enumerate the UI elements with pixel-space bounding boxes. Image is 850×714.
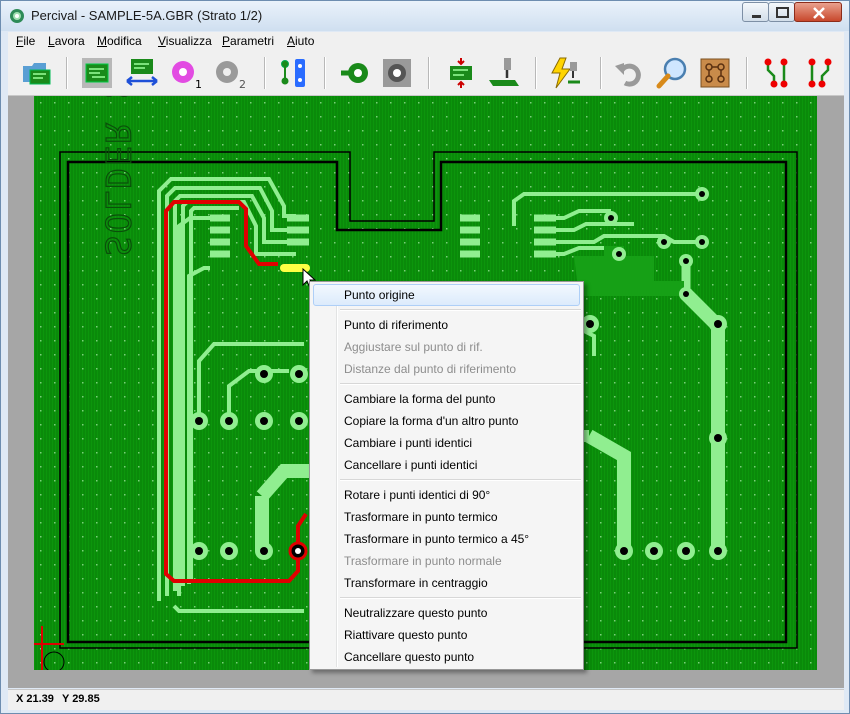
pcb-preview-icon	[700, 58, 730, 88]
minimize-button[interactable]	[742, 2, 769, 22]
zoom-icon	[656, 57, 687, 89]
undo-button[interactable]	[612, 56, 646, 90]
mill-button[interactable]	[487, 56, 521, 90]
thermal-pad-icon	[383, 59, 411, 87]
menu-punto-termico[interactable]: Trasformare in punto termico	[344, 510, 498, 524]
menu-parametri[interactable]: Parametri	[222, 34, 275, 48]
context-menu: Punto origine Punto di riferimento Aggiu…	[309, 281, 584, 670]
toolbar: 1 2	[8, 51, 844, 96]
menu-copiare-forma[interactable]: Copiare la forma d'un altro punto	[344, 414, 519, 428]
menu-file[interactable]: File	[16, 34, 36, 48]
menu-punto-termico-45[interactable]: Trasformare in punto termico a 45°	[344, 532, 530, 546]
drill-icon	[450, 58, 472, 88]
menu-rotare-punti[interactable]: Rotare i punti identici di 90°	[344, 488, 491, 502]
menu-punto-di-riferimento[interactable]: Punto di riferimento	[344, 318, 449, 332]
pads	[190, 187, 727, 561]
layer-2-icon: 2	[216, 61, 246, 91]
track-button[interactable]	[275, 56, 309, 90]
menu-aiuto[interactable]: Aiuto	[287, 34, 315, 48]
track-group-left	[157, 177, 309, 613]
maximize-icon	[776, 7, 789, 18]
board-swap-button[interactable]	[125, 56, 159, 90]
title-bar: Percival - SAMPLE-5A.GBR (Strato 1/2)	[1, 1, 849, 31]
menu-riattivare[interactable]: Riattivare questo punto	[344, 628, 468, 642]
route-2-button[interactable]	[804, 56, 838, 90]
context-menu-highlight	[313, 284, 580, 306]
maximize-button[interactable]	[768, 2, 795, 22]
zoom-button[interactable]	[656, 56, 690, 90]
silkscreen-text: SOLDER SIDE	[97, 96, 137, 256]
pcb-preview-button[interactable]	[698, 56, 732, 90]
status-bar: X 21.39 Y 29.85	[8, 689, 844, 710]
board-view-icon	[82, 58, 112, 88]
menu-centraggio[interactable]: Transformare in centraggio	[344, 576, 488, 590]
menu-modifica[interactable]: Modifica	[97, 34, 142, 48]
route-1-icon	[764, 58, 788, 88]
mill-icon	[489, 58, 519, 86]
menu-punto-origine[interactable]: Punto origine	[344, 288, 415, 302]
open-board-icon	[23, 63, 51, 85]
open-board-button[interactable]	[20, 56, 54, 90]
route-2-icon	[808, 58, 832, 88]
menu-distanze-dal-punto[interactable]: Distanze dal punto di riferimento	[344, 362, 517, 376]
board-outline-inner	[66, 160, 788, 644]
menu-neutralizzare[interactable]: Neutralizzare questo punto	[344, 606, 488, 620]
menu-bar: File Lavora Modifica Visualizza Parametr…	[8, 32, 844, 51]
board-swap-icon	[126, 59, 158, 86]
close-button[interactable]	[794, 2, 842, 22]
menu-visualizza[interactable]: Visualizza	[158, 34, 212, 48]
board-view-button[interactable]	[80, 56, 114, 90]
pad-icon	[341, 63, 368, 83]
minimize-icon	[752, 15, 761, 18]
window-title: Percival - SAMPLE-5A.GBR (Strato 1/2)	[31, 8, 263, 23]
track-icon	[281, 59, 305, 87]
menu-cambiare-punti-identici[interactable]: Cambiare i punti identici	[344, 436, 473, 450]
pad-button[interactable]	[339, 56, 373, 90]
menu-punto-normale[interactable]: Trasformare in punto normale	[344, 554, 502, 568]
menu-lavora[interactable]: Lavora	[48, 34, 85, 48]
menu-cancellare-punto[interactable]: Cancellare questo punto	[344, 650, 475, 664]
undo-icon	[615, 63, 641, 87]
layer-1-button[interactable]: 1	[168, 56, 202, 91]
status-x: X 21.39	[16, 693, 54, 705]
isolate-icon	[551, 57, 580, 89]
menu-cancellare-punti-identici[interactable]: Cancellare i punti identici	[344, 458, 478, 472]
status-y: Y 29.85	[62, 693, 100, 705]
route-1-button[interactable]	[760, 56, 794, 90]
drill-button[interactable]	[444, 56, 478, 90]
copper-pour	[574, 256, 684, 296]
menu-aggiustare-sul-punto[interactable]: Aggiustare sul punto di rif.	[344, 340, 483, 354]
layer-1-label: 1	[195, 78, 202, 90]
menu-cambiare-forma[interactable]: Cambiare la forma del punto	[344, 392, 496, 406]
board-outline-outer	[59, 151, 798, 649]
app-logo-icon	[10, 9, 24, 23]
origin-marker	[34, 626, 65, 670]
thermal-pad-button[interactable]	[380, 56, 414, 90]
layer-2-label: 2	[239, 78, 246, 90]
close-icon	[813, 7, 825, 19]
layer-1-icon: 1	[172, 61, 202, 91]
layer-2-button[interactable]: 2	[212, 56, 246, 91]
isolate-button[interactable]	[548, 56, 582, 90]
